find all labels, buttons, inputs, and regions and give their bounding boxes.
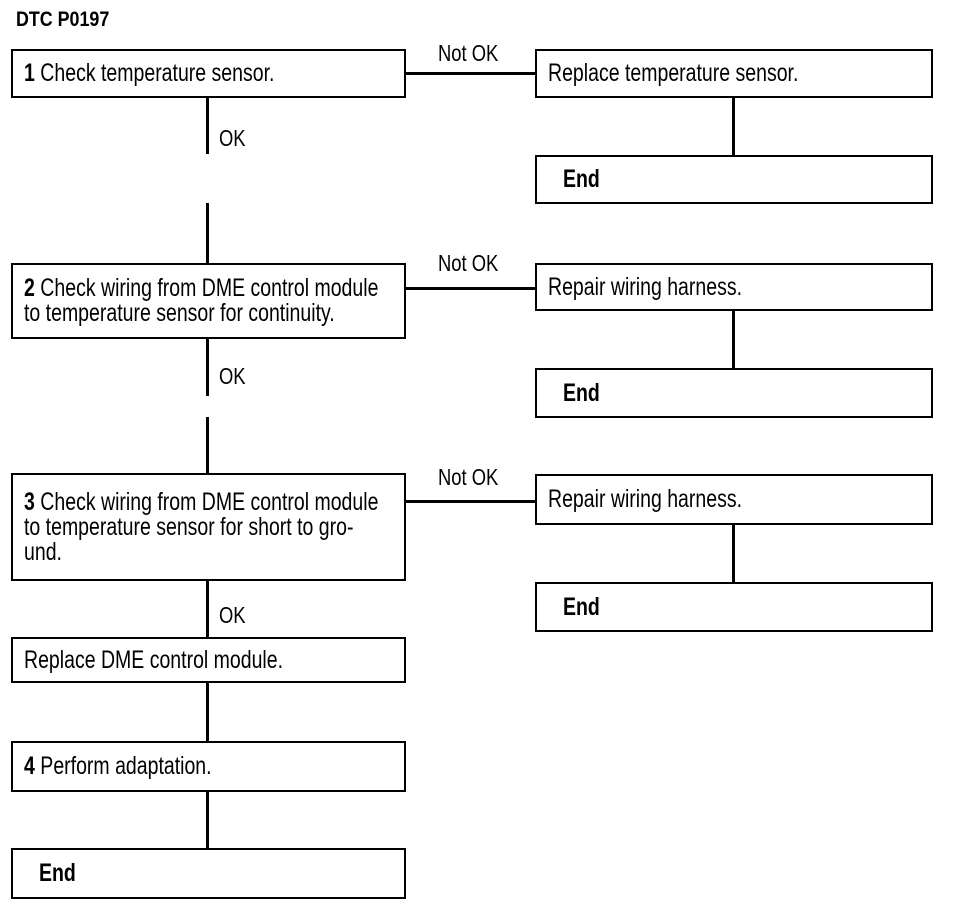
connector-step2-ok-upper <box>206 337 209 396</box>
node-replace-dme: Replace DME control module. <box>11 637 406 683</box>
step-number: 3 <box>24 487 35 516</box>
node-repair-harness-1: Repair wiring harness. <box>535 263 933 311</box>
ok-label-1: OK <box>219 125 246 151</box>
connector-step2-notok <box>404 287 536 290</box>
node-repair-harness-2: Repair wiring harness. <box>535 474 933 525</box>
connector-step3-ok <box>206 579 209 639</box>
connector-step1-ok-lower <box>206 203 209 265</box>
connector-replace-sensor-end <box>732 96 735 157</box>
ok-label-2: OK <box>219 363 246 389</box>
node-end-final: End <box>11 848 406 899</box>
step-number: 1 <box>24 59 35 87</box>
node-replace-sensor: Replace temperature sensor. <box>535 49 933 98</box>
step-label: Check wiring from DME control module <box>40 487 379 516</box>
step-label: to temperature sensor for continuity. <box>24 299 335 327</box>
node-repair-harness-2-text: Repair wiring harness. <box>548 485 743 513</box>
step-label: und. <box>24 537 62 566</box>
step-number: 4 <box>24 752 35 780</box>
node-end-final-text: End <box>39 859 76 887</box>
node-end3: End <box>535 582 933 632</box>
step-label: Check wiring from DME control module <box>40 274 379 302</box>
node-end1-text: End <box>563 165 600 193</box>
not-ok-label-3: Not OK <box>438 464 499 490</box>
node-replace-dme-text: Replace DME control module. <box>24 645 284 674</box>
step-number: 2 <box>24 274 35 302</box>
connector-repair1-end <box>732 309 735 370</box>
connector-step2-ok-lower <box>206 417 209 475</box>
page-title: DTC P0197 <box>16 8 110 31</box>
node-end2-text: End <box>563 378 600 407</box>
not-ok-label-1: Not OK <box>438 40 499 66</box>
step-label: to temperature sensor for short to gro- <box>24 512 354 541</box>
connector-step1-ok-upper <box>206 96 209 154</box>
not-ok-label-2: Not OK <box>438 250 499 276</box>
node-end1: End <box>535 155 933 204</box>
connector-repair2-end <box>732 523 735 584</box>
node-repair-harness-1-text: Repair wiring harness. <box>548 272 743 301</box>
step-label: Perform adaptation. <box>40 752 212 780</box>
step-label: Check temperature sensor. <box>40 59 275 87</box>
node-replace-sensor-text: Replace temperature sensor. <box>548 59 799 87</box>
connector-step3-notok <box>404 500 536 503</box>
ok-label-3: OK <box>219 602 246 628</box>
node-end2: End <box>535 368 933 418</box>
connector-step4-end <box>206 790 209 850</box>
node-end3-text: End <box>563 592 600 621</box>
connector-step1-notok <box>404 72 536 75</box>
connector-replace-dme-step4 <box>206 681 209 743</box>
